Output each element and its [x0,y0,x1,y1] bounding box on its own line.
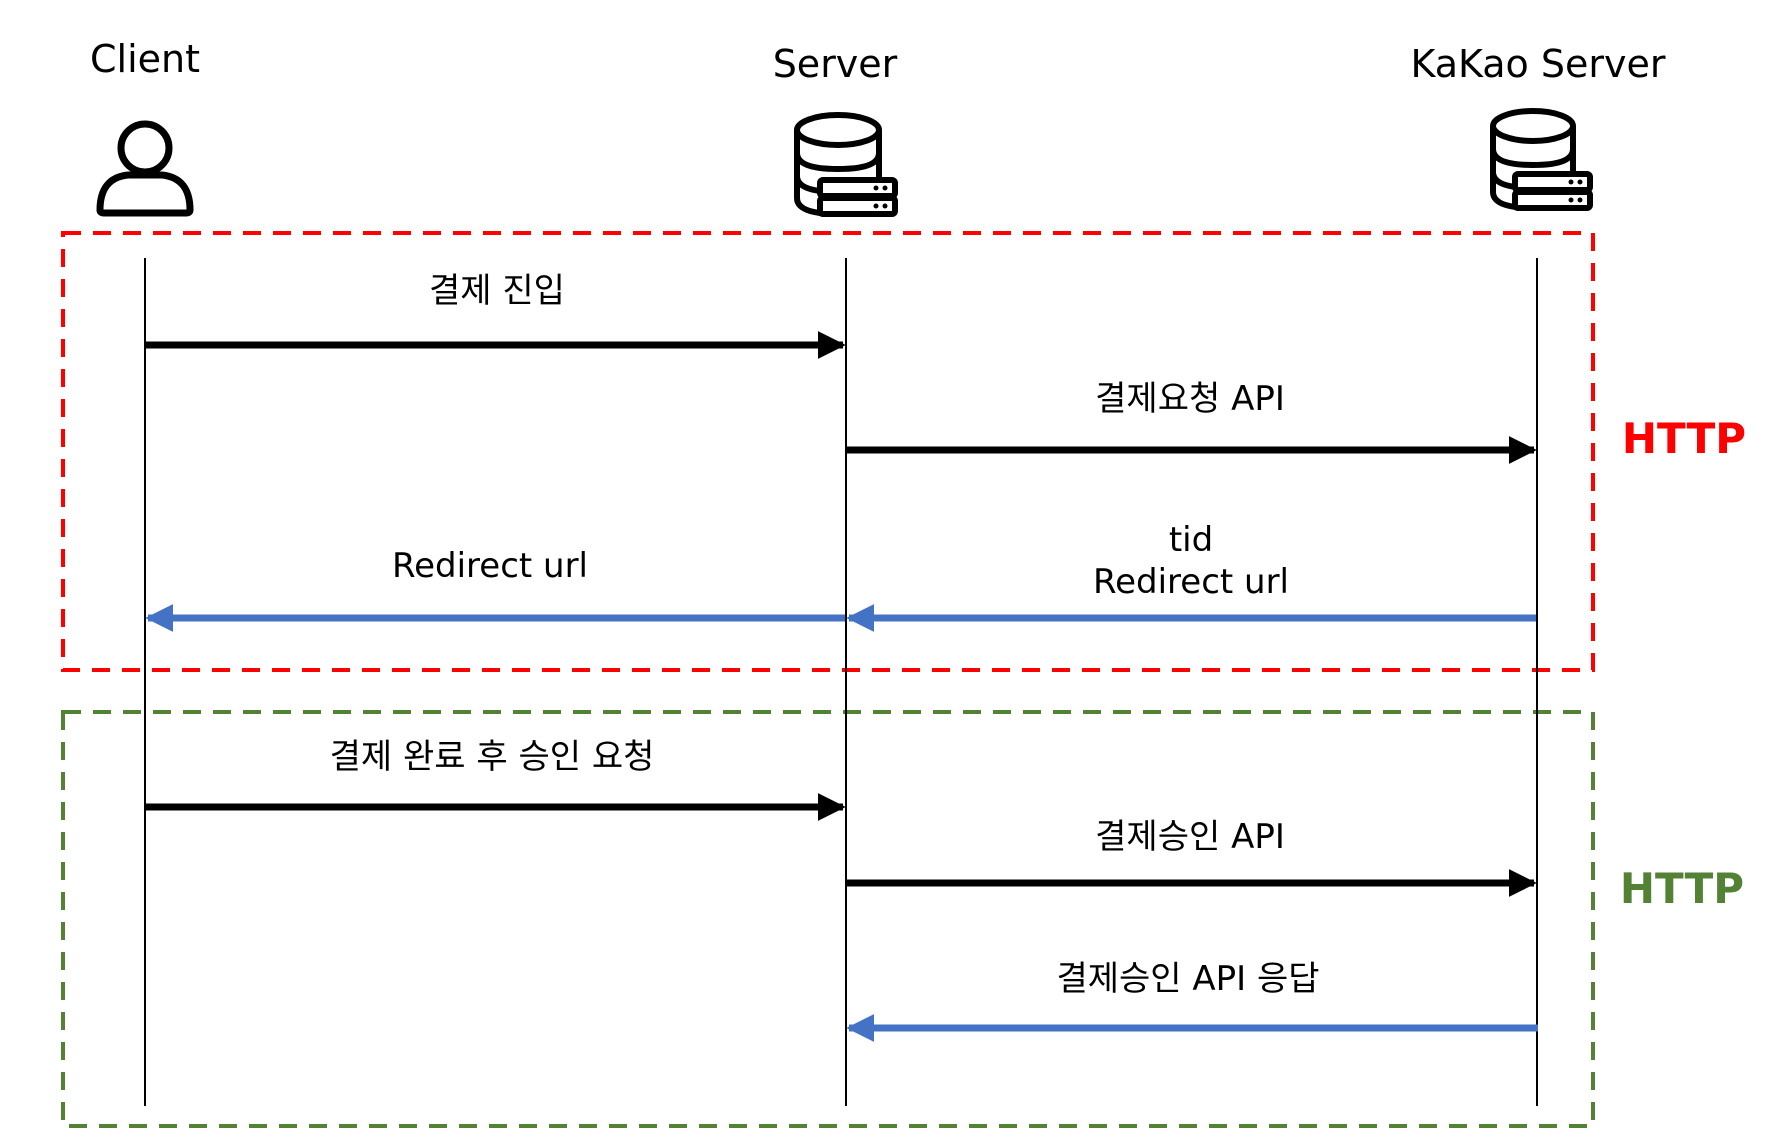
message-label: Redirect url [392,546,588,586]
group-label-http-red: HTTP [1622,414,1746,463]
server-icon [1490,108,1593,212]
message-label: 결제 진입 [429,271,565,311]
actor-label-client: Client [90,37,200,81]
server-icon [794,112,898,218]
message-label: Redirect url [1093,562,1289,602]
http-group-frame-red [61,231,1595,672]
message-label: 결제승인 API 응답 [1056,959,1319,999]
user-icon [96,120,194,217]
actor-label-server: Server [773,42,898,86]
message-label: 결제승인 API [1095,817,1285,857]
message-label: 결제 완료 후 승인 요청 [330,737,655,777]
group-label-http-green: HTTP [1620,864,1744,913]
message-label: tid [1169,520,1213,560]
message-label: 결제요청 API [1095,379,1285,419]
http-group-frame-green [61,710,1595,1128]
actor-label-kakao-server: KaKao Server [1410,42,1665,86]
